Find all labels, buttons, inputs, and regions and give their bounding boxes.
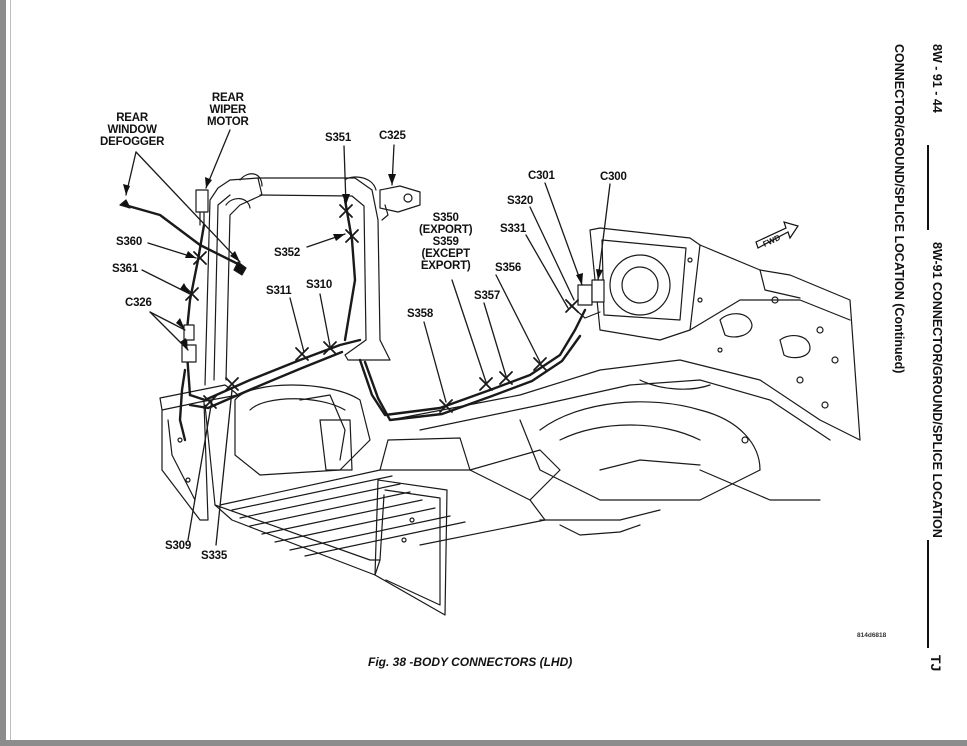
c300-c301-connector-cluster <box>569 279 605 319</box>
vehicle-code: TJ <box>928 655 944 672</box>
fwd-label: FWD <box>761 233 782 249</box>
cargo-floor <box>219 437 561 557</box>
front-floor-pan <box>389 359 861 536</box>
callout-s335: S335 <box>201 550 228 562</box>
viewer-bottom-border <box>0 740 967 746</box>
callout-s331: S331 <box>500 223 527 235</box>
callout-s361: S361 <box>112 263 139 275</box>
leader-arrowheads <box>123 174 603 350</box>
page-edge-line <box>10 0 11 740</box>
header-rule-1 <box>927 145 929 230</box>
section-title: 8W-91 CONNECTOR/GROUND/SPLICE LOCATION <box>930 242 944 538</box>
callout-c301: C301 <box>528 170 555 182</box>
firewall-panel <box>589 227 861 444</box>
figure-caption: Fig. 38 -BODY CONNECTORS (LHD) <box>368 655 573 669</box>
viewer-left-border <box>0 0 6 746</box>
callout-c300: C300 <box>600 171 627 183</box>
callout-s311: S311 <box>266 285 292 297</box>
roll-bar <box>204 173 391 386</box>
left-wheel-house <box>234 384 371 476</box>
callout-s309: S309 <box>165 540 192 552</box>
sub-title: CONNECTOR/GROUND/SPLICE LOCATION (Contin… <box>892 44 906 374</box>
c325-connector-body <box>379 185 421 221</box>
callout-c325: C325 <box>379 130 406 142</box>
callout-s320: S320 <box>507 195 534 207</box>
rear-wiper-motor-body <box>195 189 209 226</box>
callout-s351: S351 <box>325 132 352 144</box>
callout-s360: S360 <box>116 236 143 248</box>
body-wiring-harness <box>123 198 587 442</box>
callout-s356: S356 <box>495 262 522 274</box>
defogger-wire <box>119 199 247 363</box>
header-rule-2 <box>927 540 929 648</box>
callout-s357: S357 <box>474 290 501 302</box>
callout-s352: S352 <box>274 247 301 259</box>
callout-s310: S310 <box>306 279 333 291</box>
figure-code: 814d6818 <box>857 632 887 639</box>
page-number: 8W - 91 - 44 <box>930 44 944 113</box>
leader-lines <box>125 129 611 546</box>
forward-arrow: FWD <box>755 221 799 249</box>
callout-s358: S358 <box>407 308 434 320</box>
splice-markers <box>185 204 579 413</box>
callout-c326: C326 <box>125 297 152 309</box>
